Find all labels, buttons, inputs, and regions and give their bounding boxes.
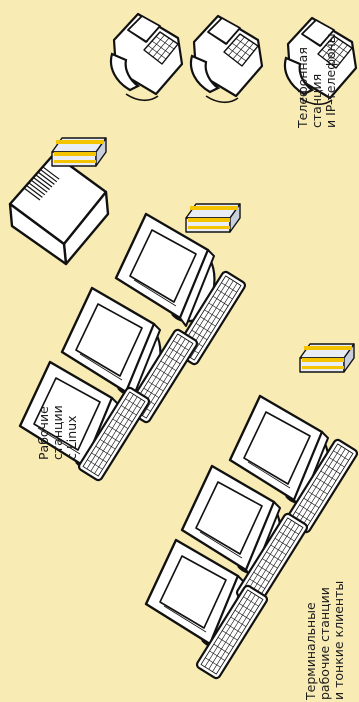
label-linux-line3: с Linux bbox=[64, 415, 79, 460]
label-terminals-line3: и тонкие клиенты bbox=[331, 580, 346, 700]
label-thin-clients: Терминальные рабочие станции и тонкие кл… bbox=[303, 580, 346, 700]
keyboard-icon bbox=[195, 584, 269, 680]
label-terminals-line2: рабочие станции bbox=[317, 587, 332, 700]
label-terminals-line1: Терминальные bbox=[303, 602, 318, 700]
keypad bbox=[143, 31, 179, 65]
box-icon bbox=[185, 203, 241, 233]
keyboard-icon bbox=[285, 438, 359, 534]
box-icon bbox=[299, 343, 355, 373]
keypad bbox=[317, 35, 353, 69]
label-linux-workstations: Рабочие станции с Linux bbox=[36, 405, 79, 460]
label-phones: Телефонная станция и IP-телефоны bbox=[295, 33, 338, 128]
keypad bbox=[223, 33, 259, 67]
ip-phone-icon bbox=[189, 14, 264, 104]
server-icon bbox=[8, 152, 110, 266]
label-phones-line2: станция bbox=[309, 73, 324, 128]
label-phones-line3: и IP-телефоны bbox=[323, 33, 338, 128]
box-icon bbox=[51, 137, 107, 167]
workstation-icon bbox=[180, 464, 282, 579]
ip-phone-icon bbox=[283, 16, 358, 106]
label-phones-line1: Телефонная bbox=[295, 47, 310, 128]
label-linux-line2: станции bbox=[50, 405, 65, 460]
ip-phone-icon bbox=[109, 12, 184, 102]
keyboard-icon bbox=[77, 386, 151, 482]
label-linux-line1: Рабочие bbox=[36, 406, 51, 460]
